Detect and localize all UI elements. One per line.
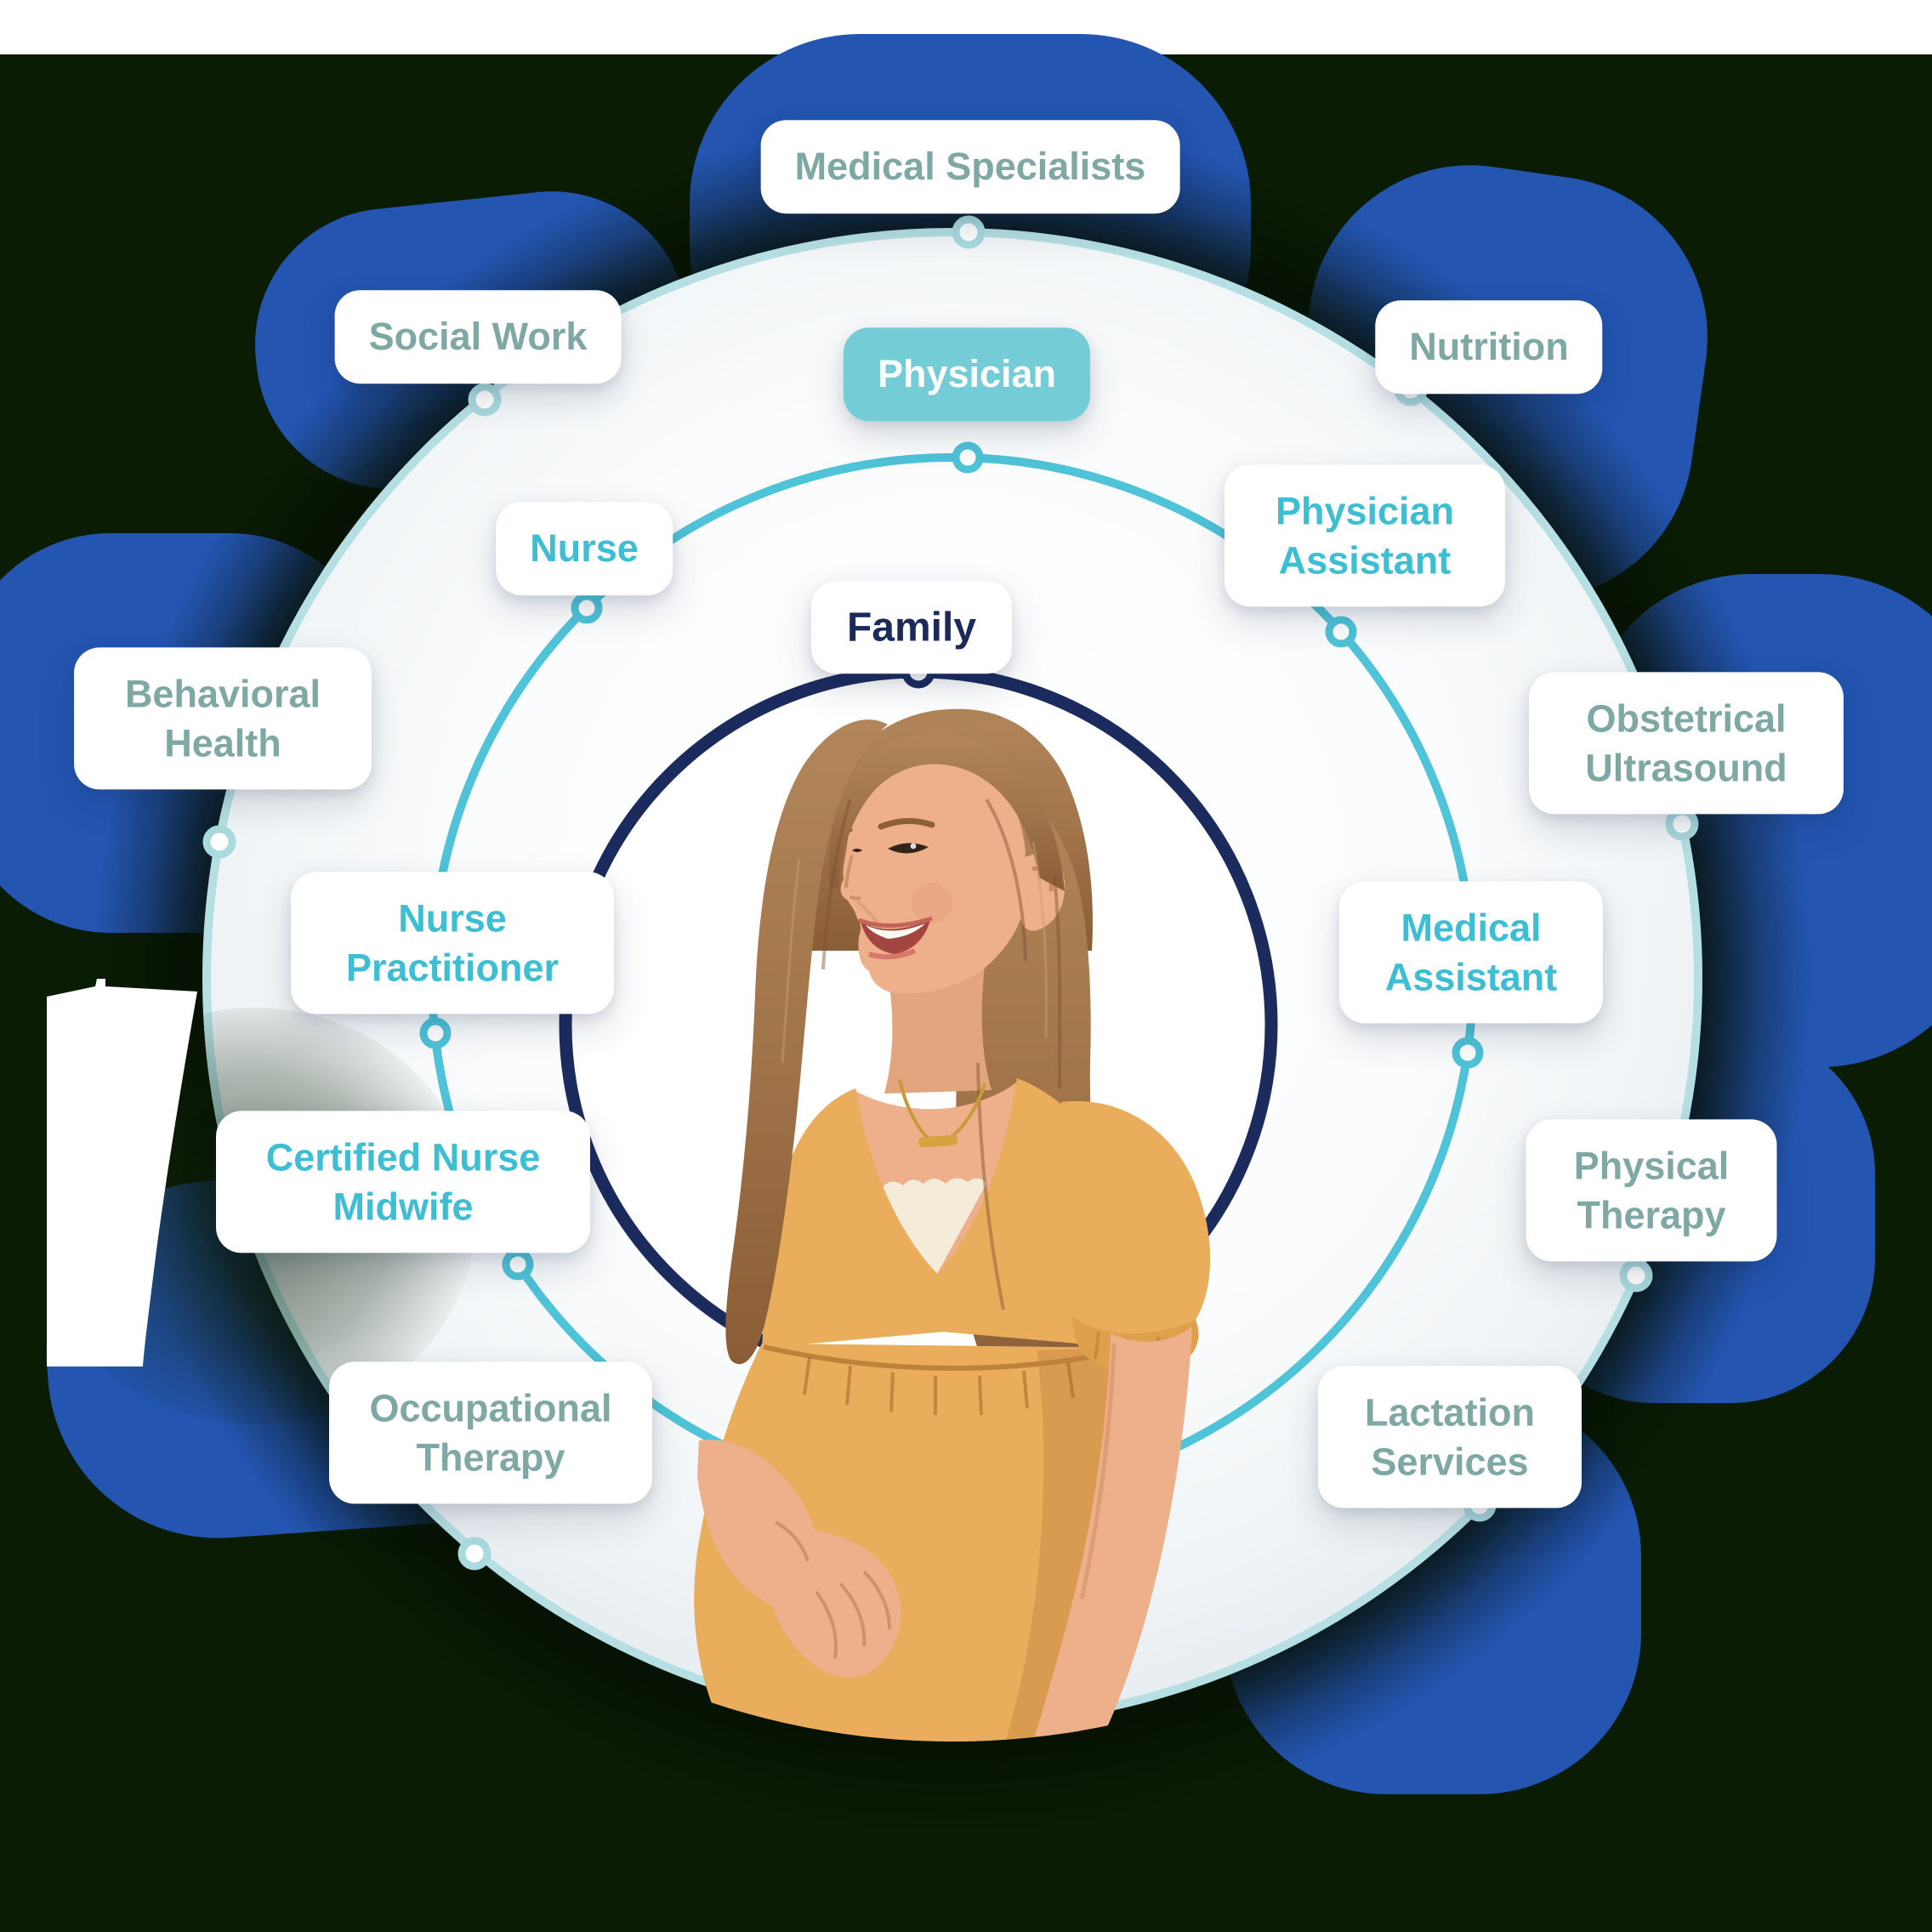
patient-photo-cutout — [694, 708, 1211, 1742]
lace-cami — [864, 1178, 986, 1274]
label-pill-behavioral-health: Behavioral Health — [74, 647, 372, 790]
label-pill-medical-assistant: Medical Assistant — [1339, 881, 1603, 1024]
label-pill-occupational-therapy: Occupational Therapy — [329, 1361, 652, 1504]
label-pill-physical-therapy: Physical Therapy — [1526, 1119, 1777, 1262]
woman-arms — [697, 1327, 1192, 1742]
label-pill-family: Family — [810, 581, 1013, 674]
teeth — [866, 923, 925, 939]
node-behavioral-health — [202, 825, 236, 859]
cheek-blush — [912, 883, 952, 923]
node-physician-assistant — [1325, 616, 1357, 648]
node-nurse — [571, 592, 603, 624]
label-pill-certified-nurse-midwife: Certified Nurse Midwife — [216, 1111, 590, 1253]
label-pill-nurse-practitioner: Nurse Practitioner — [291, 872, 614, 1014]
node-occupational-therapy — [457, 1537, 492, 1571]
node-physical-therapy — [1619, 1259, 1653, 1293]
node-physician — [952, 441, 984, 474]
label-pill-nurse: Nurse — [496, 502, 673, 595]
woman-necklace — [898, 1079, 986, 1148]
node-nurse-practitioner — [419, 1017, 452, 1049]
node-medical-specialists — [952, 215, 986, 249]
node-obstetrical-ultrasound — [1665, 807, 1699, 841]
label-pill-obstetrical-ultrasound: Obstetrical Ultrasound — [1529, 672, 1844, 815]
hand-on-bump — [697, 1440, 901, 1679]
label-pill-medical-specialists: Medical Specialists — [760, 120, 1180, 213]
eye — [888, 843, 929, 854]
node-social-work — [468, 383, 502, 417]
label-pill-lactation-services: Lactation Services — [1318, 1366, 1582, 1509]
node-certified-nurse-midwife — [502, 1248, 534, 1281]
eyebrow — [878, 818, 935, 830]
left-forearm — [1031, 1327, 1192, 1742]
label-pill-nutrition: Nutrition — [1375, 300, 1603, 394]
label-pill-social-work: Social Work — [334, 290, 622, 384]
woman-head — [835, 736, 1065, 994]
node-medical-assistant — [1452, 1037, 1484, 1069]
bar-pendant — [918, 1134, 958, 1148]
white-artifact-shape — [47, 979, 197, 1367]
label-pill-physician-assistant: Physician Assistant — [1225, 464, 1505, 607]
label-pill-physician: Physician — [843, 327, 1091, 421]
